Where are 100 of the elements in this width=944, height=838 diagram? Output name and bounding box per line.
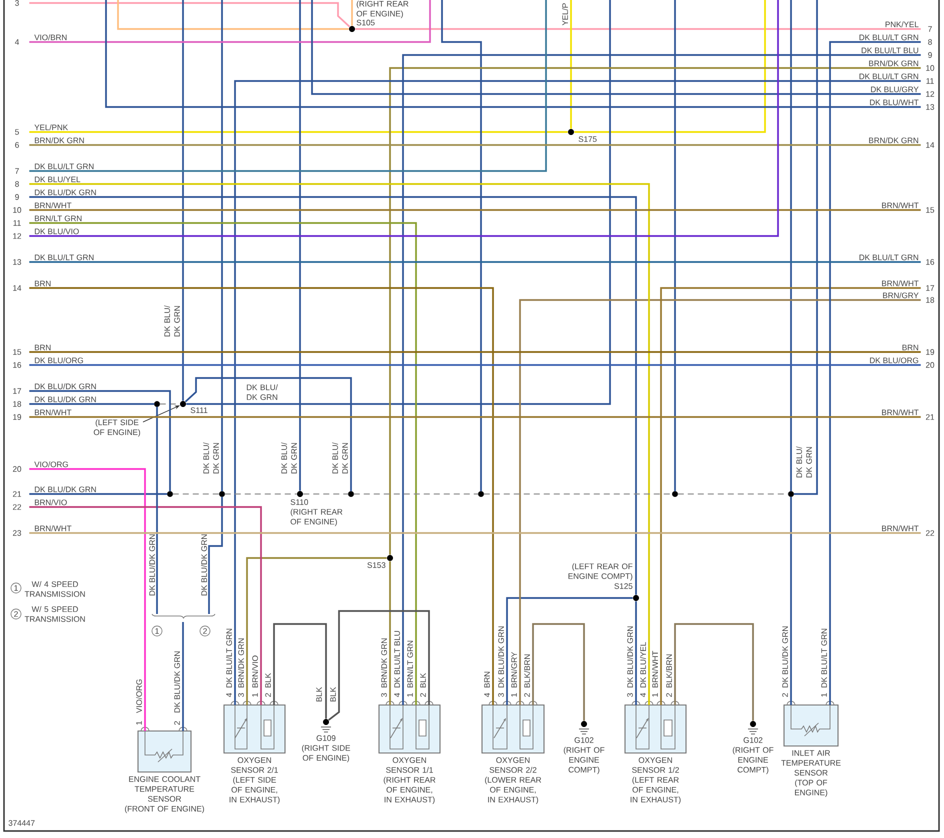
wire: [29, 532, 921, 534]
connector-pin: 10 BRN/DK GRN: [869, 60, 934, 71]
node-label: OXYGEN SENSOR 1/1: [386, 757, 433, 773]
node-label: (TOP OF ENGINE): [794, 780, 828, 797]
pin-number: 4: [226, 693, 232, 698]
connector-pin: 9 DK BLU/LT BLU: [862, 47, 932, 58]
wire: [355, 28, 921, 30]
wire: [184, 377, 352, 492]
wire-label: BRN/WHT: [652, 650, 658, 688]
wire: [186, 0, 611, 405]
circled-number: 2: [10, 608, 22, 620]
connector-pin: 17 DK BLU/DK GRN: [13, 383, 96, 394]
connector-pin: 9 DK BLU/DK GRN: [15, 189, 96, 200]
pin-number: 3: [498, 693, 504, 697]
wire: [790, 0, 792, 492]
splice: S153: [367, 555, 393, 568]
wire-label: DK BLU/YEL: [640, 642, 646, 688]
wire-label: BLK/BRN: [524, 654, 530, 688]
wire: [29, 287, 494, 705]
node-label: (RIGHT REAR OF ENGINE): [356, 0, 408, 18]
connector-pin: 14 BRN/DK GRN: [869, 137, 934, 148]
pin-number: 3: [381, 693, 387, 697]
brace: [152, 614, 216, 618]
sensor-box: INLET AIR TEMPERATURE SENSOR (TOP OF ENGINE): [781, 700, 841, 797]
pin-number: 2: [666, 693, 672, 697]
circled-number: 1: [10, 582, 22, 594]
wire: [635, 601, 637, 705]
sensor-box: OXYGEN SENSOR 2/2 (LOWER REAR OF ENGINE, IN EXHAUST): [481, 700, 545, 804]
node-label: S111: [190, 407, 208, 414]
wire: [299, 0, 301, 491]
pin-number: 4: [394, 693, 400, 698]
wire-label: BLK: [420, 673, 426, 688]
wire: [29, 196, 637, 595]
wire: [29, 403, 154, 405]
wire: [389, 561, 391, 705]
wire: [574, 0, 766, 133]
node-label: ENGINE COOLANT TEMPERATURE SENSOR: [129, 776, 200, 802]
wire-label: DK BLU/ DK GRN: [332, 442, 348, 474]
wire: [506, 597, 633, 705]
wire-label: DK BLU/ DK GRN: [246, 384, 278, 400]
splice: (LEFT REAR OF ENGINE COMPT) S125: [568, 563, 639, 601]
wire-label: DK BLU/LT BLU: [394, 631, 400, 688]
wire-label: VIO/ORG: [136, 679, 142, 714]
pin-number: 4: [484, 693, 490, 698]
pin-number: 2: [524, 693, 530, 697]
connector-pin: 18 DK BLU/DK GRN: [13, 396, 96, 407]
pin-number: 1: [511, 693, 517, 697]
wire: [29, 416, 921, 418]
node-label: S125: [614, 583, 632, 589]
wire: [660, 287, 921, 705]
wire: [273, 623, 327, 719]
pin-number: 2: [420, 693, 426, 697]
wire: [354, 493, 478, 495]
wire: [829, 41, 921, 705]
pin-number: 1: [652, 693, 658, 697]
wire-label: BRN/DK GRN: [238, 638, 244, 688]
wire: [29, 0, 547, 172]
wire: [674, 0, 676, 492]
connector-pin: 15 BRN/WHT: [882, 202, 934, 213]
connector-pin: 21 BRN/WHT: [882, 409, 934, 420]
wire-label: DK BLU/LT GRN: [226, 628, 232, 688]
wire: [351, 0, 353, 26]
connector-pin: 20 DK BLU/ORG: [870, 357, 934, 368]
wire-color-label: BLK: [316, 687, 322, 702]
wire: [674, 623, 754, 721]
sensor-box: ENGINE COOLANT TEMPERATURE SENSOR (FRONT OF ENGINE): [125, 726, 204, 814]
pin-number: 2: [265, 693, 271, 697]
node-label: (RIGHT REAR OF ENGINE, IN EXHAUST): [384, 776, 436, 804]
wire-label: DK BLU/ DK GRN: [281, 442, 297, 474]
splice: S175: [568, 129, 597, 142]
wire: [532, 623, 585, 721]
connector-pin: 12 DK BLU/GRY: [871, 86, 934, 97]
splice: (RIGHT REAR OF ENGINE) S105: [349, 0, 408, 32]
node-label: S110: [290, 499, 308, 505]
connector-pin: 8 DK BLU/YEL: [15, 176, 80, 187]
wire-label: DK BLU/ DK GRN: [164, 305, 180, 336]
connector-pin: 11 BRN/LT GRN: [13, 215, 82, 226]
wire: [117, 0, 349, 30]
wire: [29, 468, 146, 731]
wire: [208, 496, 223, 614]
sensor-box: OXYGEN SENSOR 1/1 (RIGHT REAR OF ENGINE, IN EXHAUST): [378, 700, 441, 804]
pin-number: 2: [782, 693, 788, 697]
connector-pin: 3: [15, 0, 19, 6]
pin-number: 3: [238, 693, 244, 697]
connector-pin: 22 BRN/VIO: [12, 499, 67, 510]
wire: [29, 261, 921, 263]
connector-pin: 19 BRN/WHT: [13, 409, 72, 420]
wire: [224, 493, 297, 495]
node-label: OXYGEN SENSOR 2/2: [490, 757, 536, 773]
pin-number: 1: [821, 693, 827, 697]
wire: [29, 493, 168, 495]
wire: [29, 131, 568, 133]
wire-label: DK BLU/DK GRN: [498, 626, 504, 688]
wire: [29, 390, 171, 492]
connector-pin: 4 VIO/BRN: [14, 34, 66, 45]
legend-text: W/ 4 SPEED TRANSMISSION: [24, 581, 85, 597]
wire-label: DK BLU/DK GRN: [174, 652, 180, 712]
connector-pin: 16 DK BLU/ORG: [13, 357, 83, 368]
pin-number: 1: [407, 693, 413, 697]
connector-pin: 16 DK BLU/LT GRN: [860, 254, 934, 265]
